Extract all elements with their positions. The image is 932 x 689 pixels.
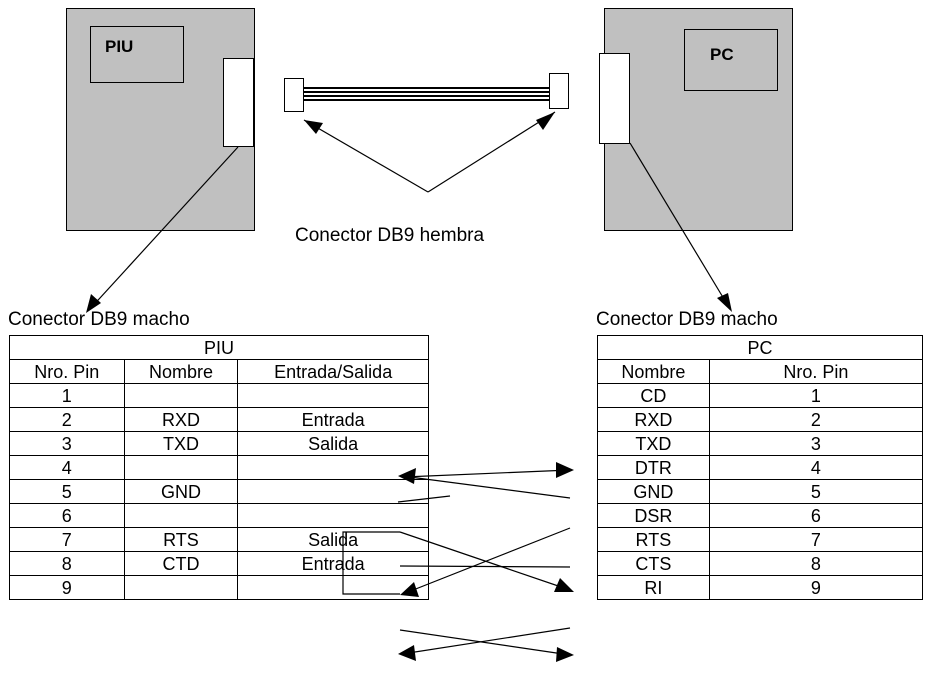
pin-name: CD <box>597 383 710 408</box>
arrowhead-piu-loop <box>400 582 419 597</box>
pin-name <box>123 575 239 600</box>
piu-db9-port <box>223 58 254 147</box>
piu-table-header-row: Nro. Pin Nombre Entrada/Salida <box>9 359 429 384</box>
table-row: 5 GND <box>9 479 429 504</box>
pin-number: 6 <box>9 503 125 528</box>
cable <box>304 87 549 103</box>
wire-piu8-pc9 <box>399 629 571 656</box>
pin-name: TXD <box>123 431 239 456</box>
pin-number: 1 <box>9 383 125 408</box>
pin-number: 4 <box>9 455 125 480</box>
pin-direction <box>237 455 429 480</box>
pointer-line-left-hembra <box>303 119 429 193</box>
cable-caption: Conector DB9 hembra <box>295 225 485 246</box>
pin-name: CTS <box>597 551 710 576</box>
piu-table-title: PIU <box>9 335 429 360</box>
arrowhead-piu-macho <box>86 294 101 313</box>
arrowhead-piu-ctd <box>398 645 416 661</box>
pin-number: 3 <box>9 431 125 456</box>
pin-number: 8 <box>9 551 125 576</box>
wire-pc4-piu3 <box>401 475 571 499</box>
arrowhead-left-hembra <box>304 120 323 134</box>
pc-db9-port <box>599 53 630 144</box>
right-connector-caption: Conector DB9 macho <box>596 309 778 330</box>
table-row: 6 <box>9 503 429 528</box>
pin-number: 7 <box>708 527 924 552</box>
pin-number: 4 <box>708 455 924 480</box>
table-row: 3 TXD Salida <box>9 431 429 456</box>
table-row: 4 <box>9 455 429 480</box>
pin-name: RXD <box>597 407 710 432</box>
pin-number: 2 <box>708 407 924 432</box>
table-row: DTR 4 <box>597 455 924 480</box>
column-header: Nombre <box>123 359 239 384</box>
pointer-line-pc-macho <box>629 142 731 310</box>
table-row: 2 RXD Entrada <box>9 407 429 432</box>
wire-pc6-piu6 <box>399 565 571 568</box>
pin-number: 9 <box>708 575 924 600</box>
wire-loop-box <box>342 531 400 595</box>
pin-number: 2 <box>9 407 125 432</box>
table-row: CTS 8 <box>597 551 924 576</box>
pc-table-title: PC <box>597 335 923 360</box>
column-header: Nro. Pin <box>9 359 125 384</box>
pin-name: GND <box>123 479 239 504</box>
table-row: CD 1 <box>597 383 924 408</box>
wire-pc8-piu9 <box>401 627 571 655</box>
pin-number: 6 <box>708 503 924 528</box>
pointer-line-right-hembra <box>427 111 556 193</box>
arrowhead-pc-macho <box>717 293 732 312</box>
table-row: RTS 7 <box>597 527 924 552</box>
piu-pin-table: PIU Nro. Pin Nombre Entrada/Salida 1 2 R… <box>9 335 429 600</box>
wire-piu3-pc3 <box>403 469 571 478</box>
pin-number: 9 <box>9 575 125 600</box>
arrowhead-piu-txd <box>398 468 416 484</box>
pin-name: RTS <box>597 527 710 552</box>
pin-name: RTS <box>123 527 239 552</box>
arrowhead-pc-rts <box>554 578 574 592</box>
pin-number: 8 <box>708 551 924 576</box>
table-row: RXD 2 <box>597 407 924 432</box>
pc-pin-table: PC Nombre Nro. Pin CD 1 RXD 2 TXD 3 DTR … <box>597 335 924 600</box>
wire-pc5-piu6 <box>402 527 571 595</box>
pin-direction: Salida <box>237 431 429 456</box>
table-row: GND 5 <box>597 479 924 504</box>
left-connector-caption: Conector DB9 macho <box>8 309 190 330</box>
pin-number: 1 <box>708 383 924 408</box>
column-header: Nombre <box>597 359 710 384</box>
cable-right-connector <box>549 73 569 109</box>
table-row: 1 <box>9 383 429 408</box>
cable-left-connector <box>284 78 304 112</box>
arrowhead-pc-ri <box>556 647 574 662</box>
pc-table-title-row: PC <box>597 335 923 360</box>
piu-table-title-row: PIU <box>9 335 429 360</box>
table-row: RI 9 <box>597 575 924 600</box>
pin-direction <box>237 383 429 408</box>
pin-direction <box>237 575 429 600</box>
pointer-line-piu-macho <box>88 146 239 311</box>
table-row: 9 <box>9 575 429 600</box>
arrowhead-right-hembra <box>536 112 555 130</box>
arrowhead-pc-txd <box>556 462 574 478</box>
table-row: 7 RTS Salida <box>9 527 429 552</box>
piu-device-label: PIU <box>90 26 184 83</box>
pin-name <box>123 455 239 480</box>
wire-piu4-stub <box>397 495 451 503</box>
pc-device-label: PC <box>684 29 778 91</box>
